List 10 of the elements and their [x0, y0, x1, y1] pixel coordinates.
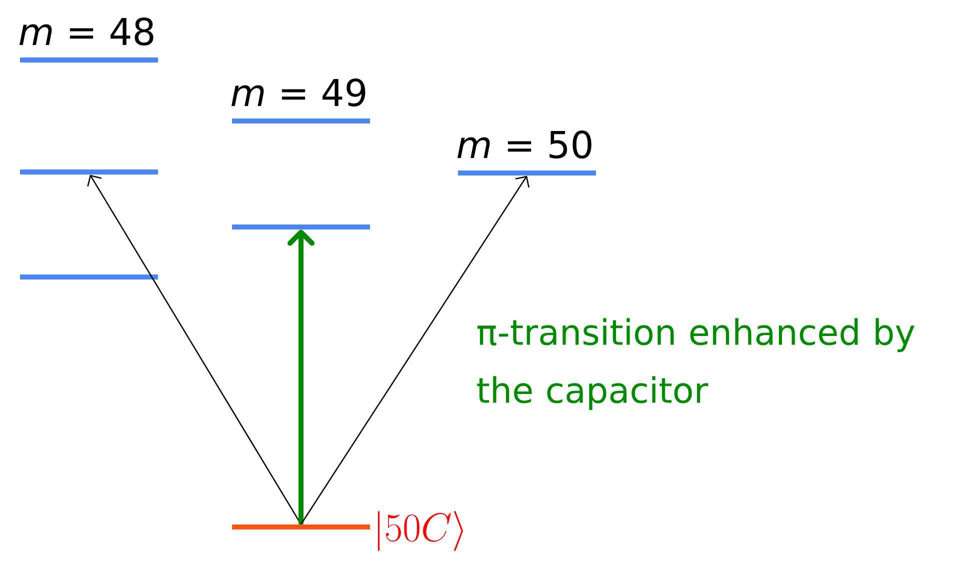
level-label: m = 48: [20, 18, 154, 46]
annotation-text: π-transition enhanced by the capacitor: [477, 318, 914, 410]
energy-level-bar: [232, 224, 370, 230]
level-label: m = 50: [458, 130, 592, 159]
state-label: $|50C\rangle$: [378, 511, 464, 551]
energy-level-bar: [20, 170, 158, 174]
energy-level-bar: [20, 274, 158, 280]
arrow: [300, 176, 530, 525]
arrow: [288, 230, 314, 524]
level-label: m = 49: [232, 78, 366, 107]
